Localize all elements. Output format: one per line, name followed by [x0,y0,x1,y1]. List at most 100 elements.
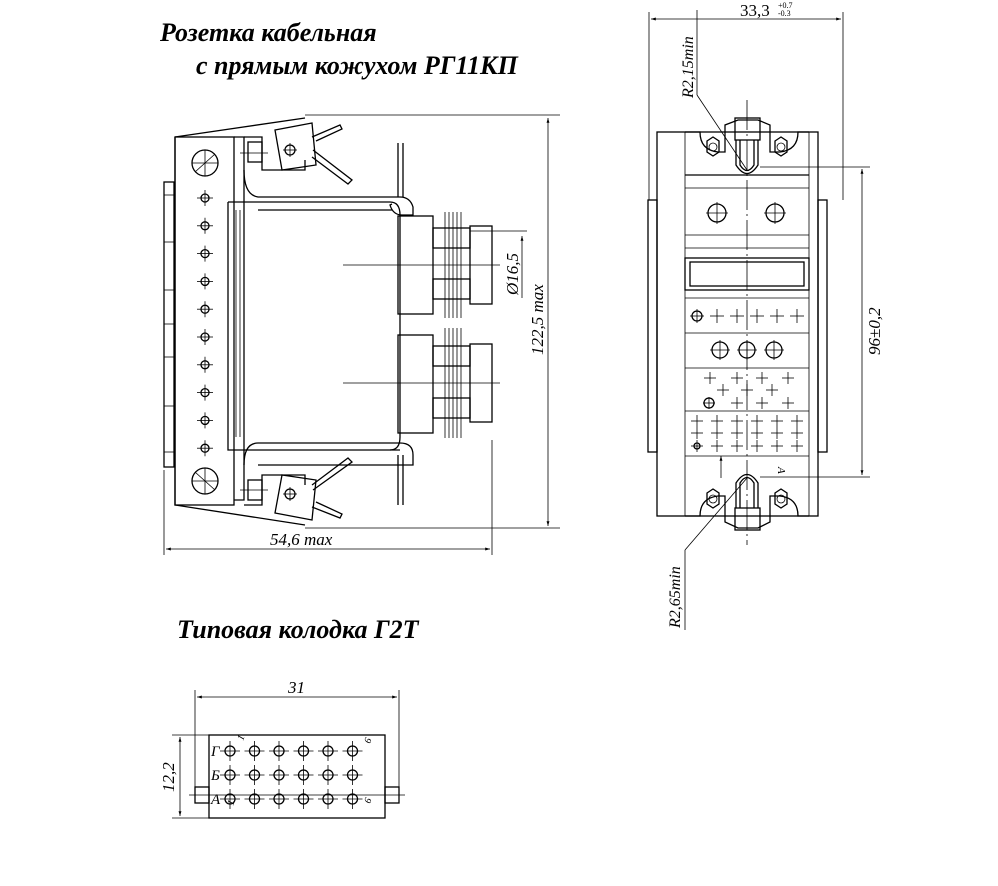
screw-icon-top [191,149,219,177]
contact-pin-icon [791,427,803,439]
socket-hole-icon [244,741,265,761]
socket-hole-icon [342,741,363,761]
contact-pin-icon [770,309,784,323]
power-contact-icon [710,340,730,360]
contact-pin-icon [703,397,715,409]
side-left-strip [163,181,175,468]
contact-pin-icon [197,217,213,234]
nut-icon-top-right [774,136,788,157]
screw-icon-bottom [191,467,219,495]
contact-pin-icon [771,440,783,452]
socket-hole-icon [342,765,363,785]
contact-pin-icon [691,427,703,439]
contact-pin-icon [711,440,723,452]
dim-diameter-label: Ø16,5 [503,253,522,296]
contact-pin-icon [711,427,723,439]
latch-top [240,122,353,185]
row-label-g: Г [210,744,221,760]
contact-pin-icon [197,329,213,345]
socket-hole-icon [269,789,289,809]
socket-hole-icon [220,789,240,809]
contact-pin-icon [197,440,213,457]
contact-pin-icon [731,440,743,452]
cable-gland-upper [343,212,500,318]
socket-hole-icon [269,741,289,761]
contact-pin-icon [731,397,743,409]
nut-icon-top-left [706,136,720,157]
contact-pin-icon [751,415,763,427]
socket-title-line1: Розетка кабельная [160,18,377,47]
front-view: А 33,3 +0.7 -0.3 96±0,2 R2,15min R2,65mi… [647,1,884,630]
contact-pin-icon [690,309,704,323]
block-body [208,734,386,819]
latch-bottom [240,457,354,521]
mark-a: А [775,466,787,474]
front-contacts [690,309,804,452]
power-contact-icon [764,340,784,360]
contact-pin-icon [717,384,729,396]
contact-pin-icon [197,412,213,429]
contact-pin-icon [731,427,743,439]
col-start-bottom: 1 [225,799,237,807]
contact-pin-icon [197,301,213,318]
contact-pin-icon [731,372,743,384]
contact-pin-icon [771,427,783,439]
contact-pin-icon [782,372,794,384]
col-start-top: 1 [235,734,247,742]
contact-pin-icon [197,356,213,373]
socket-hole-icon [269,765,289,785]
socket-title-line2: с прямым кожухом РГ11КП [196,51,518,80]
socket-hole-icon [318,789,338,809]
contact-pin-icon [791,415,803,427]
radius-bottom-label: R2,65min [667,566,684,629]
col-end-top: 6 [362,737,374,745]
col-end-bottom: 6 [362,797,374,805]
dim-width-label: 54,6 max [270,530,333,549]
contact-pin-icon [197,245,213,262]
contact-pin-icon [691,415,703,427]
contact-pin-icon [771,415,783,427]
radius-top-leader [696,94,748,171]
contact-pin-icon [751,440,763,452]
contact-pin-icon [756,397,768,409]
dim-block-width-label: 31 [287,678,305,697]
socket-hole-icon [293,789,314,809]
contact-pin-icon [756,372,768,384]
socket-hole-icon [244,765,265,785]
contact-pin-icon [197,273,213,290]
dim-block-height-label: 12,2 [159,762,178,792]
contact-pin-icon [750,309,764,323]
socket-hole-icon [293,765,314,785]
contact-pin-icon [197,384,213,401]
socket-hole-icon [318,741,338,761]
radius-bottom-leader [684,477,748,551]
socket-hole-icon [293,741,314,761]
side-view: 122,5 max Ø16,5 54,6 max [163,114,560,555]
block-g2t: 31 12,2 Г Б А 1 1 6 6 [159,678,405,819]
contact-pin-icon [730,309,744,323]
block-title: Типовая колодка Г2Т [177,615,419,644]
dim-front-width-tol-upper: +0.7 [778,1,793,10]
row-label-b: Б [210,768,220,784]
contact-pin-icon [704,372,716,384]
socket-hole-icon [244,789,265,809]
block-holes [220,741,363,809]
side-contacts [197,190,213,457]
cable-gland-lower [343,328,500,438]
contact-pin-icon [197,190,213,206]
contact-pin-icon [782,397,794,409]
socket-hole-icon [220,765,240,785]
nut-icon-bottom-left [706,488,720,509]
socket-hole-icon [220,741,240,761]
contact-pin-icon [791,440,803,452]
contact-pin-icon [790,309,804,323]
socket-hole-icon [342,789,363,809]
dim-pitch-label: 96±0,2 [865,307,884,355]
socket-hole-icon [318,765,338,785]
row-label-a: А [210,792,221,808]
radius-top-label: R2,15min [680,36,697,99]
contact-pin-icon [710,309,724,323]
dim-front-width-label: 33,3 [740,1,770,20]
contact-pin-icon [731,415,743,427]
